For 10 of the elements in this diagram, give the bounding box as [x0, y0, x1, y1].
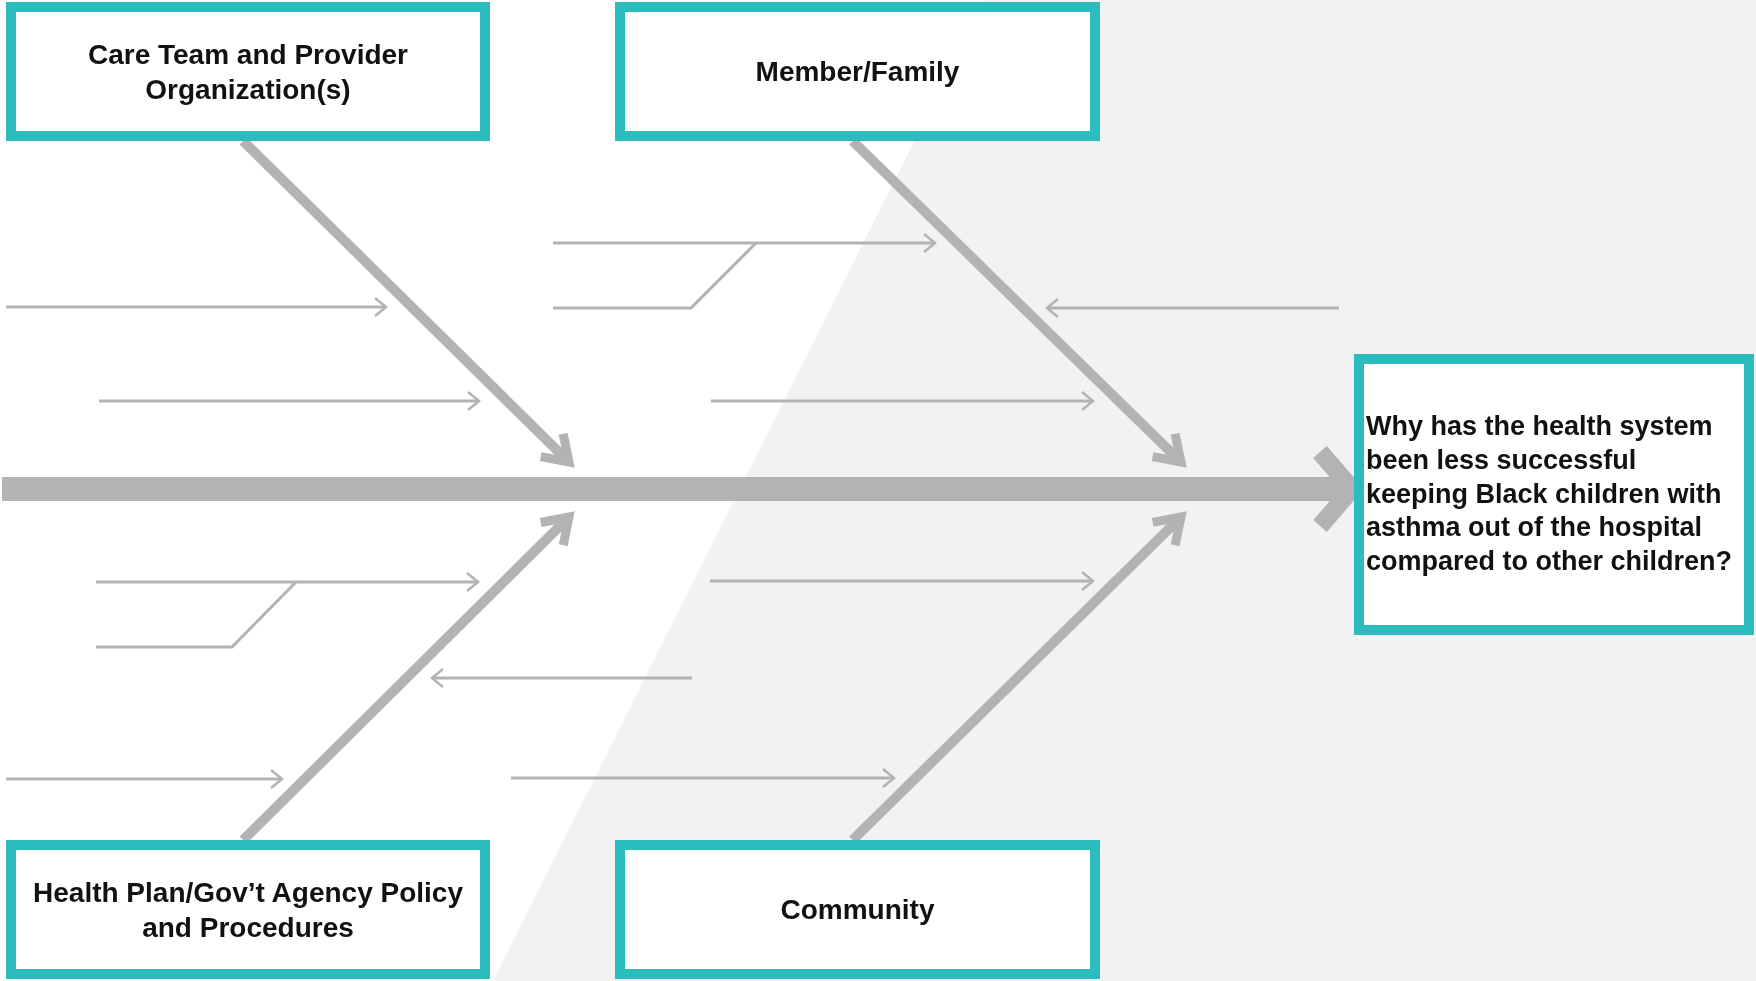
- category-box: [6, 840, 490, 979]
- category-box: [615, 2, 1100, 141]
- category-box: [615, 840, 1100, 979]
- category-label: Health Plan/Gov’t Agency Policy and Procedures: [32, 875, 464, 945]
- category-box: [6, 2, 490, 141]
- category-label: Community: [780, 893, 935, 927]
- category-label: Care Team and Provider Organization(s): [86, 37, 409, 107]
- category-label: Member/Family: [755, 55, 960, 89]
- effect-box: [1354, 354, 1754, 635]
- problem-statement: Why has the health system been less successful keeping Black children with asthma out of the hospital compared to other children?: [1366, 410, 1734, 579]
